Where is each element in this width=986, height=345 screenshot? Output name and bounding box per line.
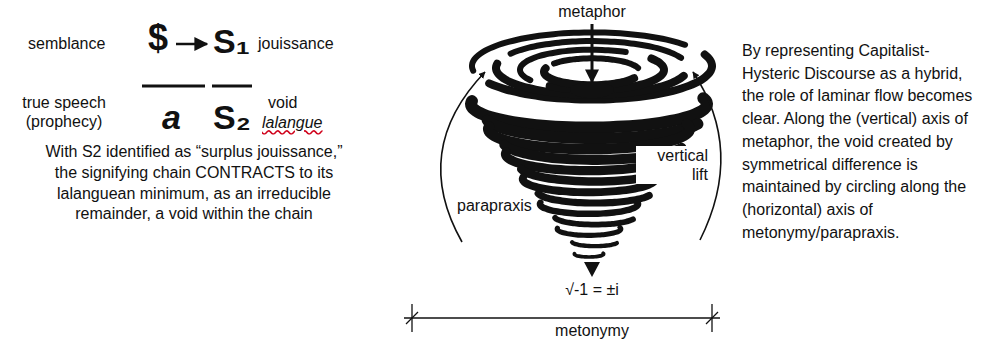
tornado-band — [555, 218, 633, 225]
discourse-position: jouissance — [258, 34, 334, 53]
discourse-position: lalangue — [262, 113, 323, 132]
tornado-eye — [570, 82, 614, 98]
tornado-band — [540, 202, 638, 214]
formula-symbol: a — [162, 100, 181, 134]
formula-symbol: S₁ — [213, 24, 250, 58]
formula-symbol: $ — [148, 20, 168, 56]
tornado-band — [471, 98, 707, 127]
dimension-slash — [706, 312, 718, 324]
discourse-position: true speech (prophecy) — [10, 93, 118, 131]
explanatory-note: By representing Capitalist-Hysteric Disc… — [742, 40, 976, 244]
tornado-ring — [520, 50, 626, 81]
formula-symbol: S₂ — [213, 100, 251, 134]
tornado-band — [557, 227, 621, 235]
tornado-band — [572, 242, 617, 246]
fraction-bar — [212, 85, 252, 88]
axis-label: metaphor — [547, 2, 637, 21]
curved-arrow — [441, 72, 485, 242]
axis-label: parapraxis — [455, 196, 534, 215]
metaphor-arrow — [591, 24, 594, 82]
formula-arrow — [176, 43, 207, 46]
axis-label: vertical lift — [636, 146, 710, 184]
fraction-bar — [142, 85, 205, 88]
equation-label: √-1 = ±i — [532, 280, 652, 299]
tornado-band — [487, 120, 697, 138]
tornado-ring — [554, 58, 638, 68]
discourse-position: void — [268, 93, 297, 112]
axis-label: metonymy — [537, 321, 647, 340]
explanatory-note: With S2 identified as “surplus jouissanc… — [42, 142, 346, 225]
discourse-position: semblance — [28, 34, 105, 53]
dimension-line — [404, 317, 720, 318]
tornado-band — [574, 253, 603, 257]
dimension-slash — [406, 312, 418, 324]
tornado-tip — [584, 262, 600, 277]
tornado-band — [538, 194, 649, 204]
